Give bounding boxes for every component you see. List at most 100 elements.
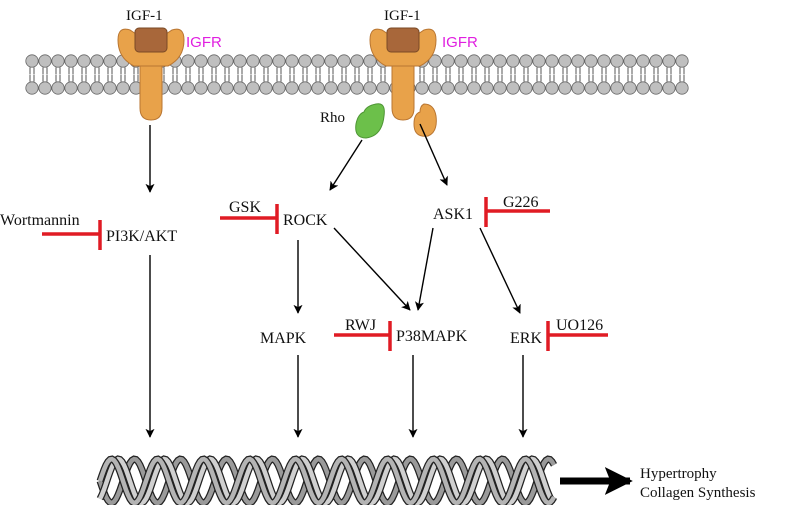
lipid-tail	[562, 67, 568, 75]
lipid-tail	[445, 74, 451, 82]
receptor-stalk-left	[139, 57, 163, 121]
lipid-tail	[588, 74, 594, 82]
lipid-head	[441, 81, 455, 95]
lipid-head	[571, 81, 585, 95]
lipid-head	[649, 54, 663, 68]
lipid-tail	[250, 67, 256, 75]
inhibitor-bars	[42, 197, 608, 351]
arrows	[145, 123, 633, 495]
lipid-tail	[120, 74, 126, 82]
lipid-head	[181, 54, 195, 68]
lipid-tail	[666, 74, 672, 82]
lipid-tail	[315, 74, 321, 82]
lipid-head	[480, 54, 494, 68]
lipid-head	[259, 81, 273, 95]
lipid-tail	[562, 74, 568, 82]
lipid-head	[506, 81, 520, 95]
label-rwj: RWJ	[345, 317, 376, 334]
lipid-head	[571, 54, 585, 68]
lipid-tail	[250, 74, 256, 82]
lipid-head	[636, 54, 650, 68]
lipid-tail	[133, 74, 139, 82]
lipid-head	[597, 54, 611, 68]
lipid-tail	[42, 74, 48, 82]
lipid-tail	[367, 74, 373, 82]
igfr-receptor-right: IGF-1 IGFR Rho	[320, 8, 478, 139]
lipid-head	[207, 81, 221, 95]
lipid-head	[493, 81, 507, 95]
lipid-tail	[94, 74, 100, 82]
lipid-tail	[29, 67, 35, 75]
lipid-tail	[55, 67, 61, 75]
lipid-tail	[198, 67, 204, 75]
lipid-head	[285, 54, 299, 68]
lipid-head	[675, 54, 689, 68]
lipid-head	[90, 81, 104, 95]
lipid-head	[675, 81, 689, 95]
lipid-tail	[419, 74, 425, 82]
lipid-head	[38, 81, 52, 95]
lipid-tail	[263, 67, 269, 75]
node-ask1: ASK1	[433, 206, 473, 223]
igf1-ligand-left	[134, 27, 168, 53]
lipid-tail	[224, 74, 230, 82]
lipid-tail	[523, 67, 529, 75]
lipid-tail	[536, 74, 542, 82]
lipid-head	[51, 54, 65, 68]
node-mapk: MAPK	[260, 330, 307, 347]
lipid-tail	[458, 67, 464, 75]
lipid-head	[636, 81, 650, 95]
lipid-head	[584, 81, 598, 95]
lipid-tail	[497, 67, 503, 75]
lipid-head	[545, 54, 559, 68]
lipid-head	[363, 81, 377, 95]
lipid-tail	[211, 67, 217, 75]
lipid-head	[64, 81, 78, 95]
lipid-head	[363, 54, 377, 68]
lipid-head	[623, 54, 637, 68]
lipid-tail	[315, 67, 321, 75]
rho-label: Rho	[320, 110, 345, 126]
lipid-head	[597, 81, 611, 95]
node-rock: ROCK	[283, 212, 328, 229]
wortmannin-inhibitor	[42, 220, 102, 250]
lipid-head	[610, 81, 624, 95]
lipid-tail	[224, 67, 230, 75]
dna-strand	[97, 456, 556, 505]
lipid-tail	[419, 67, 425, 75]
lipid-head	[428, 54, 442, 68]
lipid-tail	[484, 67, 490, 75]
igf1-ligand-right	[386, 27, 420, 53]
lipid-head	[532, 54, 546, 68]
lipid-head	[545, 81, 559, 95]
lipid-tail	[575, 67, 581, 75]
lipid-head	[259, 54, 273, 68]
lipid-head	[103, 81, 117, 95]
lipid-head	[376, 81, 390, 95]
lipid-head	[415, 81, 429, 95]
lipid-tail	[42, 67, 48, 75]
lipid-head	[116, 81, 130, 95]
lipid-head	[220, 81, 234, 95]
lipid-head	[454, 81, 468, 95]
lipid-head	[506, 54, 520, 68]
lipid-head	[350, 54, 364, 68]
lipid-head	[25, 81, 39, 95]
lipid-tail	[302, 74, 308, 82]
igf1-label-left: IGF-1	[126, 8, 163, 24]
lipid-head	[441, 54, 455, 68]
lipid-tail	[354, 67, 360, 75]
lipid-head	[77, 54, 91, 68]
igfr-receptor-left: IGF-1 IGFR	[117, 8, 222, 121]
lipid-head	[480, 81, 494, 95]
lipid-head	[168, 81, 182, 95]
lipid-tail	[276, 67, 282, 75]
uo126-inhibitor	[546, 321, 608, 351]
lipid-head	[246, 81, 260, 95]
lipid-tail	[614, 74, 620, 82]
lipid-head	[233, 81, 247, 95]
lipid-head	[584, 54, 598, 68]
lipid-head	[467, 54, 481, 68]
lipid-head	[181, 81, 195, 95]
lipid-head	[298, 81, 312, 95]
